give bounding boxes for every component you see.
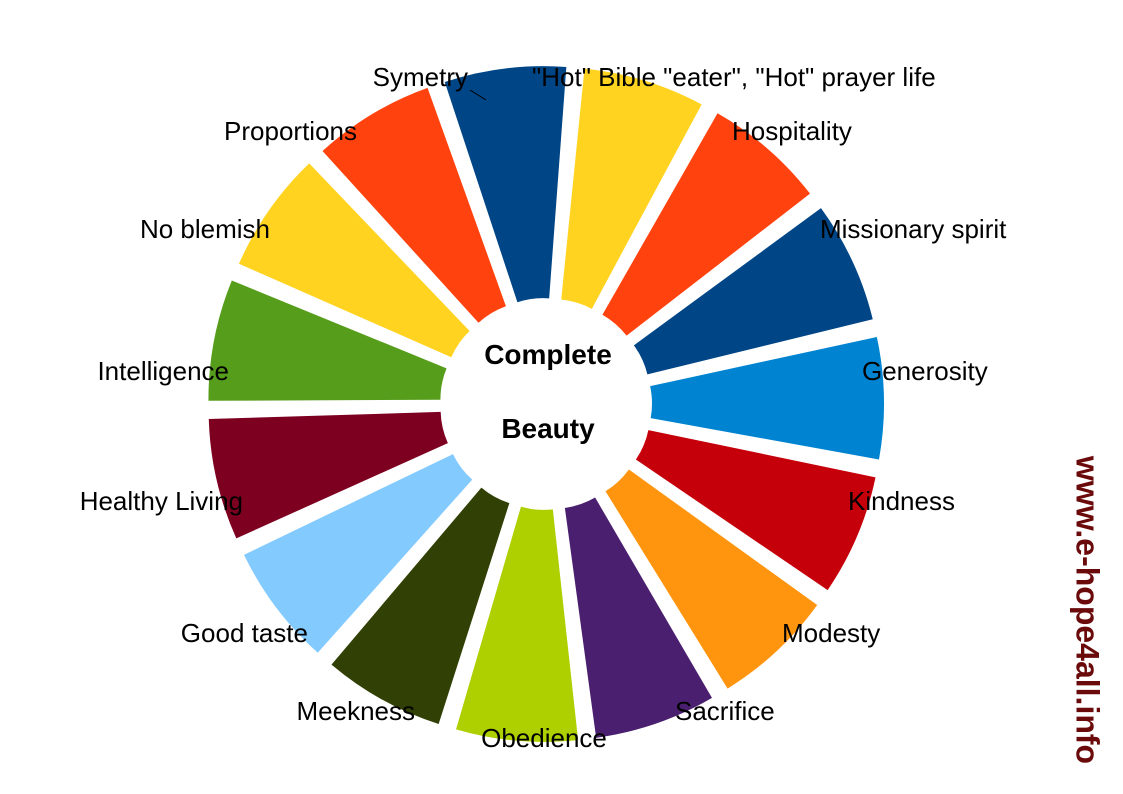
slice-label-1: "Hot" Bible "eater", "Hot" prayer life — [532, 62, 936, 92]
symetry-leader-line — [469, 89, 487, 101]
slice-label-8: Obedience — [481, 723, 607, 753]
pie-slice-13 — [238, 163, 470, 358]
slice-labels: "Hot" Bible "eater", "Hot" prayer lifeHo… — [80, 62, 1007, 753]
slice-label-14: Proportions — [224, 116, 357, 146]
slice-label-7: Sacrifice — [675, 696, 775, 726]
pie-slices — [208, 66, 884, 742]
pie-slice-4 — [650, 336, 884, 460]
pie-slice-3 — [633, 208, 873, 375]
pie-slice-11 — [208, 411, 448, 539]
slice-label-11: Healthy Living — [80, 486, 243, 516]
slice-label-9: Meekness — [297, 696, 416, 726]
pie-slice-2 — [602, 113, 811, 336]
website-watermark: www.e-hope4all.info — [1069, 455, 1106, 765]
slice-label-12: Intelligence — [97, 356, 229, 386]
pie-slice-5 — [635, 430, 876, 591]
slice-label-13: No blemish — [140, 214, 270, 244]
slice-label-3: Missionary spirit — [820, 214, 1007, 244]
center-text-line-2: Beauty — [501, 413, 595, 444]
slice-label-2: Hospitality — [732, 116, 852, 146]
slice-label-15: Symetry — [373, 62, 468, 92]
pie-slice-6 — [605, 469, 818, 689]
slice-label-6: Modesty — [782, 618, 880, 648]
pie-slice-9 — [331, 487, 510, 725]
slice-label-5: Kindness — [848, 486, 955, 516]
center-text-line-1: Complete — [484, 339, 612, 370]
pie-slice-15 — [444, 66, 567, 303]
slice-label-4: Generosity — [862, 356, 988, 386]
pie-slice-12 — [208, 280, 447, 401]
pie-slice-7 — [564, 497, 712, 738]
slice-label-10: Good taste — [181, 618, 308, 648]
pie-slice-14 — [322, 87, 506, 323]
pie-slice-1 — [561, 68, 702, 309]
pie-slice-10 — [244, 454, 473, 653]
pie-slice-8 — [456, 506, 579, 742]
